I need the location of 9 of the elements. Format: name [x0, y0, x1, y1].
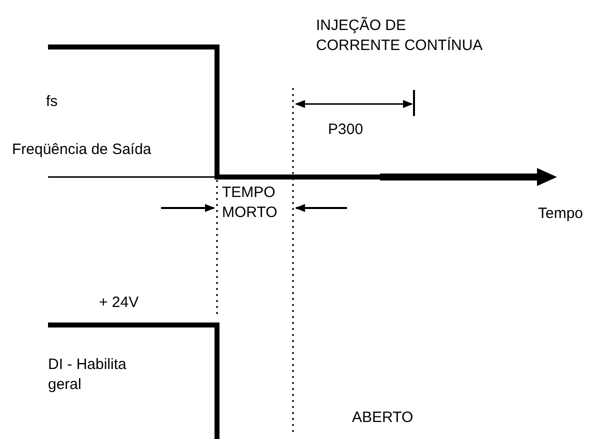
state-label: ABERTO: [352, 408, 414, 428]
signal-label: fs: [46, 92, 58, 112]
signal-label: DI - Habilita geral: [48, 355, 128, 395]
annotation-text: INJEÇÃO DE CORRENTE CONTÍNUA: [316, 16, 484, 56]
parameter-label: P300: [328, 120, 364, 140]
signal-label: Freqüência de Saída: [12, 140, 152, 160]
interval-label: TEMPO MORTO: [222, 183, 278, 223]
axis-label: Tempo: [538, 204, 584, 224]
voltage-label: + 24V: [99, 293, 139, 313]
